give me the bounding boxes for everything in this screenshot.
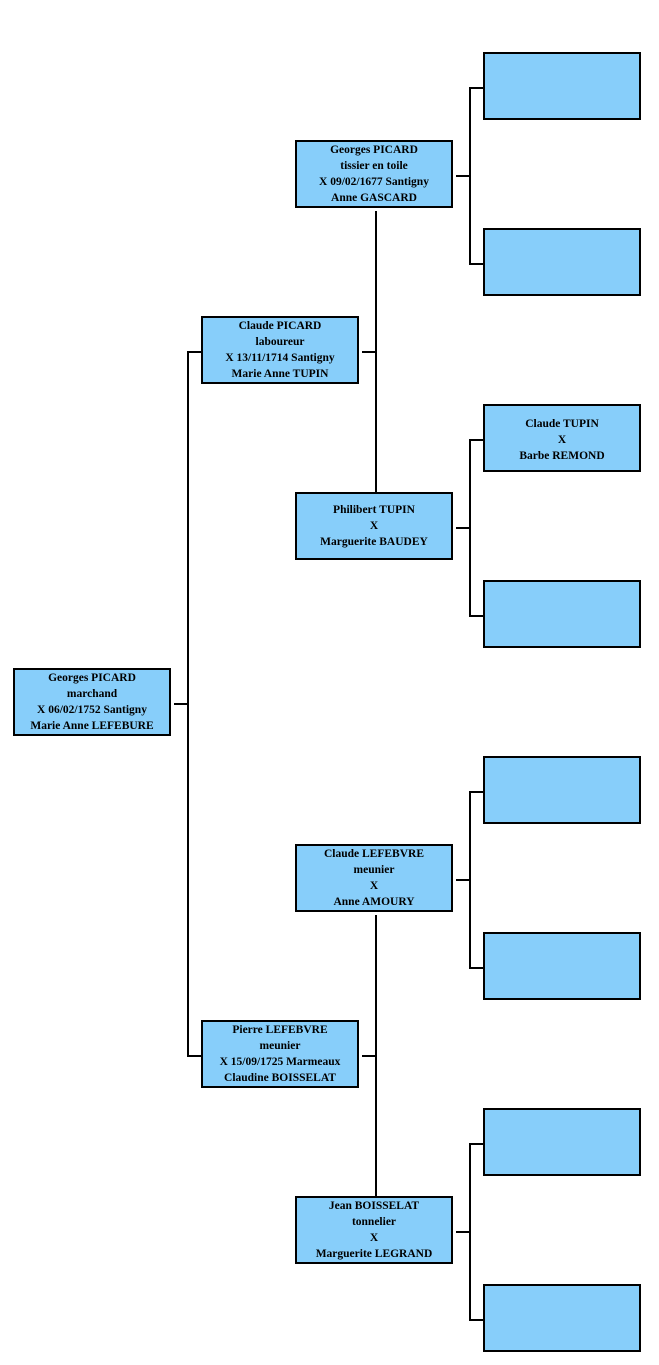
- spouse-name: Barbe REMOND: [519, 450, 605, 462]
- person-occupation: marchand: [66, 688, 118, 700]
- person-occupation: meunier: [353, 864, 395, 876]
- person-box-root[interactable]: Georges PICARD marchand X 06/02/1752 San…: [13, 668, 171, 736]
- person-box-great-grandparents[interactable]: Claude TUPIN X Barbe REMOND: [483, 404, 641, 472]
- person-box-empty[interactable]: [483, 1284, 641, 1352]
- person-box-paternal-grandmother-line[interactable]: Philibert TUPIN X Marguerite BAUDEY: [295, 492, 453, 560]
- connector-line: [469, 791, 471, 968]
- connector-line: [469, 791, 484, 793]
- marriage-marker: X: [369, 880, 379, 892]
- connector-line: [469, 439, 471, 616]
- connector-line: [469, 1143, 471, 1320]
- connector-line: [456, 527, 470, 529]
- marriage-info: X 15/09/1725 Marmeaux: [219, 1056, 341, 1068]
- connector-line: [469, 87, 484, 89]
- marriage-info: X 13/11/1714 Santigny: [225, 352, 335, 364]
- marriage-info: X 09/02/1677 Santigny: [319, 176, 429, 188]
- connector-line: [469, 87, 471, 264]
- person-name: Georges PICARD: [330, 144, 418, 156]
- person-name: Jean BOISSELAT: [328, 1200, 420, 1212]
- person-name: Pierre LEFEBVRE: [232, 1024, 328, 1036]
- connector-line: [469, 439, 484, 441]
- person-box-paternal-grandfather[interactable]: Georges PICARD tissier en toile X 09/02/…: [295, 140, 453, 208]
- marriage-info: X 06/02/1752 Santigny: [37, 704, 147, 716]
- marriage-marker: X: [557, 434, 567, 446]
- connector-line: [469, 263, 484, 265]
- connector-line: [187, 1055, 202, 1057]
- connector-line: [469, 1319, 484, 1321]
- connector-line: [187, 351, 189, 1056]
- person-occupation: tissier en toile: [340, 160, 408, 172]
- person-name: Claude PICARD: [238, 320, 322, 332]
- spouse-name: Anne GASCARD: [331, 192, 417, 204]
- connector-line: [456, 1231, 470, 1233]
- connector-line: [362, 1055, 376, 1057]
- connector-line: [456, 175, 470, 177]
- spouse-name: Marie Anne LEFEBURE: [30, 720, 154, 732]
- person-name: Philibert TUPIN: [333, 504, 415, 516]
- connector-line: [362, 351, 376, 353]
- connector-line: [469, 967, 484, 969]
- connector-line: [375, 211, 377, 493]
- person-box-maternal-grandfather[interactable]: Claude LEFEBVRE meunier X Anne AMOURY: [295, 844, 453, 912]
- connector-line: [456, 879, 470, 881]
- person-box-empty[interactable]: [483, 756, 641, 824]
- spouse-name: Marguerite LEGRAND: [315, 1248, 433, 1260]
- connector-line: [469, 615, 484, 617]
- person-box-mother-line[interactable]: Pierre LEFEBVRE meunier X 15/09/1725 Mar…: [201, 1020, 359, 1088]
- person-occupation: tonnelier: [351, 1216, 397, 1228]
- connector-line: [469, 1143, 484, 1145]
- person-name: Claude TUPIN: [525, 418, 599, 430]
- person-occupation: laboureur: [255, 336, 305, 348]
- person-box-father[interactable]: Claude PICARD laboureur X 13/11/1714 San…: [201, 316, 359, 384]
- person-box-empty[interactable]: [483, 1108, 641, 1176]
- spouse-name: Claudine BOISSELAT: [224, 1072, 336, 1084]
- person-box-empty[interactable]: [483, 580, 641, 648]
- connector-line: [187, 351, 202, 353]
- person-occupation: meunier: [259, 1040, 301, 1052]
- connector-line: [375, 915, 377, 1197]
- person-box-empty[interactable]: [483, 932, 641, 1000]
- spouse-name: Marguerite BAUDEY: [320, 536, 428, 548]
- person-box-empty[interactable]: [483, 52, 641, 120]
- person-name: Claude LEFEBVRE: [323, 848, 424, 860]
- person-box-empty[interactable]: [483, 228, 641, 296]
- marriage-marker: X: [369, 1232, 379, 1244]
- person-name: Georges PICARD: [48, 672, 136, 684]
- marriage-marker: X: [369, 520, 379, 532]
- spouse-name: Anne AMOURY: [333, 896, 415, 908]
- person-box-maternal-grandmother-line[interactable]: Jean BOISSELAT tonnelier X Marguerite LE…: [295, 1196, 453, 1264]
- spouse-name: Marie Anne TUPIN: [231, 368, 329, 380]
- connector-line: [174, 703, 188, 705]
